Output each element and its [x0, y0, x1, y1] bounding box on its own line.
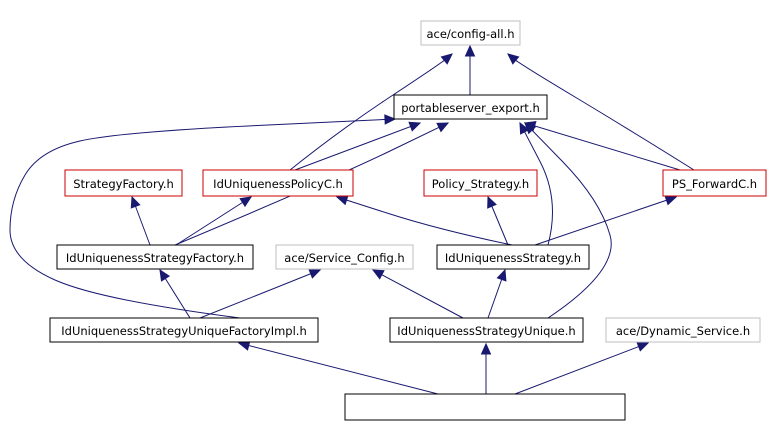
- arrowhead-icon: [436, 122, 450, 133]
- arrowhead-icon: [664, 195, 678, 206]
- node-label: PS_ForwardC.h: [672, 177, 757, 191]
- node-label: ace/Service_Config.h: [284, 251, 404, 265]
- arrowhead-icon: [519, 121, 530, 135]
- node-box: [423, 169, 538, 197]
- node-label: portableserver_export.h: [401, 101, 540, 115]
- arrowhead-icon: [524, 122, 537, 135]
- arrowhead-icon: [384, 114, 397, 125]
- node-box: [344, 393, 626, 421]
- edge-strategy_h-to-ps_export: [519, 121, 553, 246]
- node-box: [389, 317, 584, 343]
- edge-root_cpp-to-unique_factory_impl_h: [237, 340, 439, 395]
- node-box: [436, 244, 590, 270]
- node-label: IdUniquenessStrategyUnique.h: [397, 324, 575, 338]
- arrowhead-icon: [130, 195, 141, 209]
- edges-layer: [9, 44, 695, 395]
- edge-line: [294, 122, 421, 171]
- arrowhead-icon: [335, 195, 349, 206]
- arrowhead-icon: [507, 53, 520, 65]
- edge-root_cpp-to-strategy_unique_h: [480, 342, 492, 394]
- edge-strategy_unique_h-to-service_config: [371, 269, 464, 319]
- arrowhead-icon: [636, 341, 650, 352]
- edge-unique_factory_impl_h-to-strat_factory_h: [159, 268, 191, 319]
- edge-line: [199, 269, 321, 319]
- node-strat-factory-h[interactable]: IdUniquenessStrategyFactory.h: [56, 244, 254, 270]
- node-strategy-h[interactable]: IdUniquenessStrategy.h: [436, 244, 590, 270]
- edge-line: [336, 196, 513, 246]
- node-box: [202, 169, 354, 197]
- arrowhead-icon: [239, 196, 253, 208]
- edge-unique_factory_impl_h-to-service_config: [199, 269, 322, 319]
- node-label: ace/config-all.h: [426, 27, 514, 41]
- edge-strategy_unique_h-to-ps_export: [524, 122, 612, 319]
- edge-strategy_unique_h-to-strategy_h: [487, 268, 507, 319]
- edge-line: [372, 269, 464, 319]
- node-box: [662, 169, 767, 197]
- edge-line: [507, 53, 695, 171]
- edge-line: [289, 53, 453, 171]
- node-box: [64, 169, 183, 197]
- edge-ps_forward-to-config_all: [507, 53, 695, 171]
- node-box: [393, 94, 548, 120]
- edge-strat_factory_h-to-policy_c: [175, 196, 253, 246]
- arrowhead-icon: [408, 121, 422, 132]
- edge-ps_forward-to-ps_export: [523, 121, 681, 171]
- node-dynamic-service[interactable]: ace/Dynamic_Service.h: [605, 317, 761, 343]
- node-box: [49, 317, 319, 343]
- edge-unique_factory_impl_h-to-ps_export: [9, 114, 397, 319]
- edge-line: [524, 122, 612, 319]
- arrowhead-icon: [487, 195, 497, 209]
- arrowhead-icon: [308, 269, 322, 279]
- node-label: IdUniquenessPolicyC.h: [213, 177, 343, 191]
- node-label: StrategyFactory.h: [73, 177, 174, 191]
- node-box: [275, 244, 414, 270]
- node-box: [605, 317, 761, 343]
- node-label: ace/Dynamic_Service.h: [616, 324, 750, 338]
- edge-line: [519, 122, 553, 246]
- node-label: Policy_Strategy.h: [432, 177, 529, 191]
- edge-strat_factory_h-to-strategy_factory: [130, 195, 151, 246]
- node-label: IdUniquenessStrategy.h: [445, 251, 581, 265]
- node-policy-strategy[interactable]: Policy_Strategy.h: [423, 169, 538, 197]
- node-label: IdUniquenessStrategyUniqueFactoryImpl.cp…: [355, 401, 614, 415]
- node-strategy-factory[interactable]: StrategyFactory.h: [64, 169, 183, 197]
- edge-line: [524, 122, 681, 171]
- edge-line: [534, 196, 677, 246]
- edge-policy_c-to-ps_export: [294, 121, 422, 171]
- node-service-config[interactable]: ace/Service_Config.h: [275, 244, 414, 270]
- edge-strategy_h-to-policy_c: [335, 195, 513, 246]
- arrowhead-icon: [480, 342, 492, 355]
- node-box: [56, 244, 254, 270]
- edge-root_cpp-to-dynamic_service: [514, 341, 650, 395]
- edge-line: [238, 342, 439, 395]
- node-config-all[interactable]: ace/config-all.h: [420, 20, 521, 46]
- edge-policy_c-to-config_all: [289, 53, 453, 171]
- node-label: IdUniquenessStrategyUniqueFactoryImpl.h: [61, 324, 306, 338]
- nodes-layer: ace/config-all.h portableserver_export.hS…: [49, 20, 767, 421]
- node-root-cpp[interactable]: IdUniquenessStrategyUniqueFactoryImpl.cp…: [344, 393, 626, 421]
- node-strategy-unique-h[interactable]: IdUniquenessStrategyUnique.h: [389, 317, 584, 343]
- edge-strategy_h-to-ps_forward: [534, 195, 678, 246]
- node-ps-export[interactable]: portableserver_export.h: [393, 94, 548, 120]
- arrowhead-icon: [371, 269, 385, 280]
- arrowhead-icon: [496, 268, 507, 282]
- edge-line: [175, 196, 252, 246]
- edge-line: [514, 342, 649, 395]
- node-box: [420, 20, 521, 46]
- node-unique-factory-impl-h[interactable]: IdUniquenessStrategyUniqueFactoryImpl.h: [49, 317, 319, 343]
- node-ps-forward[interactable]: PS_ForwardC.h: [662, 169, 767, 197]
- edge-ps_export-to-config_all: [464, 44, 476, 95]
- edge-line: [9, 118, 396, 319]
- arrowhead-icon: [159, 268, 171, 282]
- arrowhead-icon: [464, 44, 476, 57]
- arrowhead-icon: [440, 53, 453, 65]
- edge-strategy_h-to-policy_strategy: [487, 195, 509, 246]
- node-policy-c[interactable]: IdUniquenessPolicyC.h: [202, 169, 354, 197]
- node-label: IdUniquenessStrategyFactory.h: [66, 251, 244, 265]
